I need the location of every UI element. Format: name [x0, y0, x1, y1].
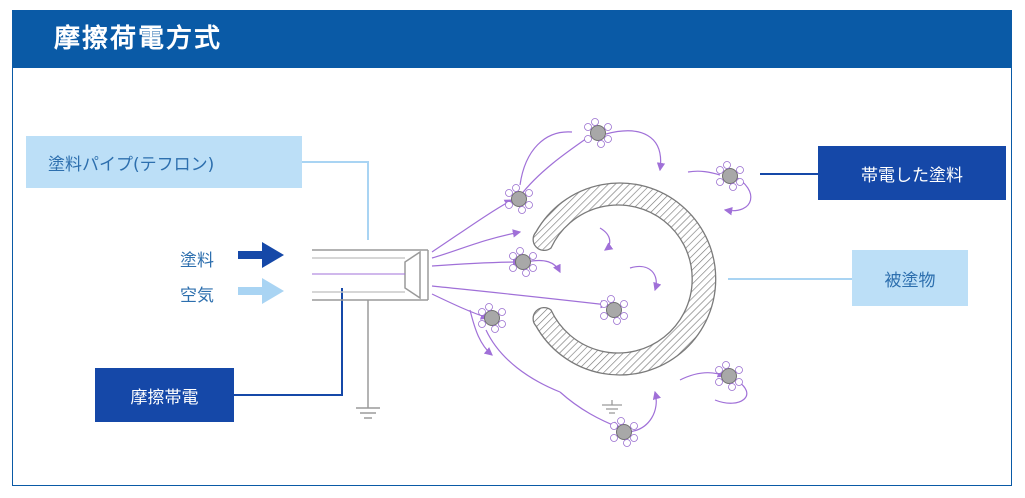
friction-leader-line [234, 288, 343, 396]
paint-pipe-label: 塗料パイプ(テフロン) [26, 136, 302, 188]
paint-arrow [238, 242, 284, 268]
charged-particle [584, 118, 612, 148]
charged-particle [715, 361, 743, 391]
charged-particle [505, 184, 533, 214]
title-bar [12, 10, 1012, 68]
pipe-leader-line [302, 161, 369, 240]
charged-paint-label: 帯電した塗料 [818, 146, 1006, 200]
paint-input-label: 塗料 [180, 251, 214, 271]
spray-gun [312, 249, 429, 419]
charged-particle [478, 303, 506, 333]
friction-charging-label: 摩擦帯電 [95, 368, 234, 422]
air-arrow [238, 278, 284, 304]
charged-particle [716, 161, 744, 191]
diagram-title: 摩擦荷電方式 [54, 24, 223, 54]
ground-symbol [602, 400, 622, 414]
charged-particle [610, 417, 638, 447]
charged-particle [600, 295, 628, 325]
coated-object-label: 被塗物 [852, 250, 968, 306]
air-input-label: 空気 [180, 286, 214, 306]
coated-object [532, 182, 717, 376]
